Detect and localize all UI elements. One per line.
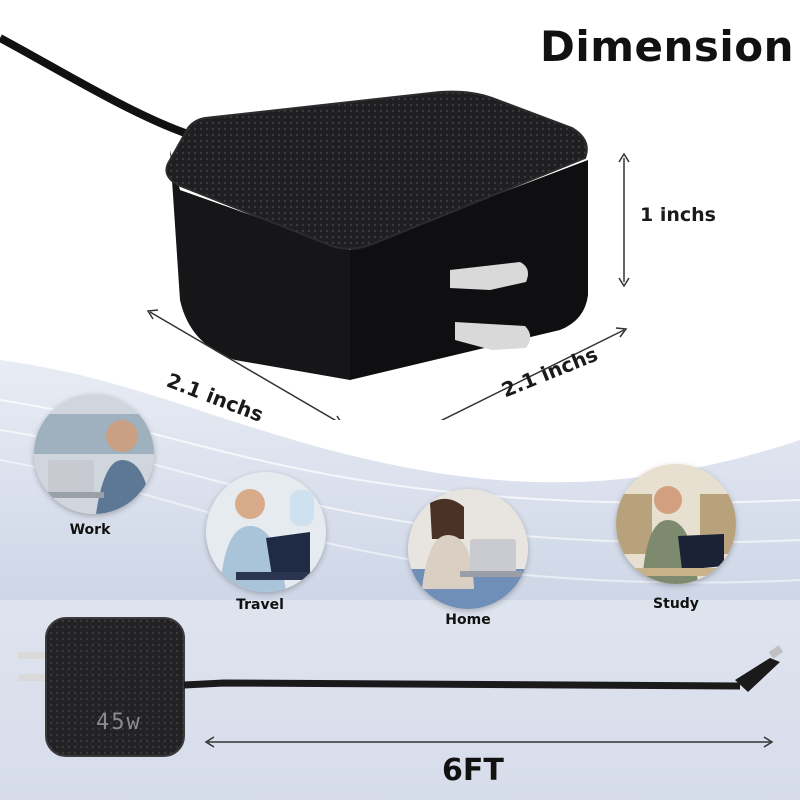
prong-bottom — [18, 674, 52, 681]
scenario-travel-photo — [206, 472, 326, 592]
power-rating-text: 45w — [96, 710, 142, 735]
prong-upper — [450, 262, 528, 290]
scenario-home-photo — [408, 489, 528, 609]
cable-length-label: 6FT — [442, 753, 504, 788]
power-cable — [0, 34, 202, 142]
adapter-bottom-view — [18, 617, 784, 757]
height-label: 1 inchs — [640, 204, 716, 226]
scenario-work-photo — [34, 394, 154, 514]
dc-plug — [735, 658, 780, 692]
adapter-top-view — [0, 34, 630, 420]
scenario-travel-label: Travel — [236, 597, 284, 613]
width-left-arrow — [149, 311, 337, 420]
prong-lower — [455, 322, 531, 350]
width-right-arrow — [440, 329, 625, 420]
dc-cable — [183, 679, 741, 690]
page-title: Dimension — [540, 22, 795, 71]
prong-top — [18, 652, 52, 659]
scenario-work-label: Work — [69, 522, 111, 538]
scenario-study-label: Study — [653, 596, 699, 612]
scenario-study-photo — [616, 464, 736, 584]
scenario-home-label: Home — [445, 612, 491, 628]
